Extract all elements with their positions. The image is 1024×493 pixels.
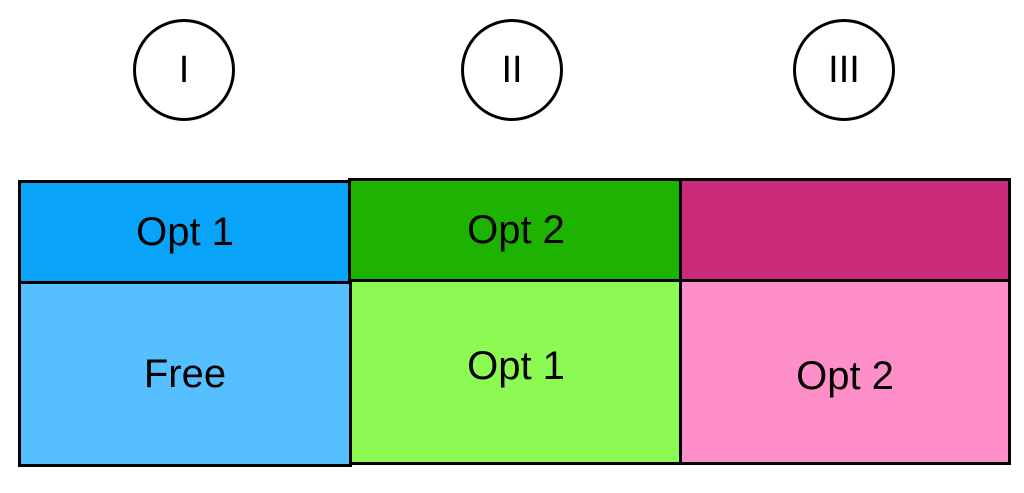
column-2-bottom-cell: Opt 1 — [349, 279, 683, 465]
column-label-circle-3: III — [793, 19, 895, 121]
column-3-bottom-text: Opt 2 — [796, 353, 894, 398]
column-label-3: III — [828, 48, 860, 91]
column-3-top-cell — [679, 178, 1011, 282]
column-label-2: II — [501, 48, 523, 91]
column-1-bottom-cell: Free — [18, 281, 352, 467]
column-2-top-cell: Opt 2 — [348, 178, 684, 282]
column-1-top-text: Opt 1 — [136, 209, 234, 254]
column-label-1: I — [178, 48, 190, 91]
column-2-bottom-text: Opt 1 — [467, 343, 565, 388]
column-1-top-cell: Opt 1 — [18, 180, 352, 284]
column-1-bottom-text: Free — [143, 351, 227, 396]
column-label-circle-2: II — [461, 19, 563, 121]
column-label-circle-1: I — [133, 19, 235, 121]
column-3-bottom-cell: Opt 2 — [679, 279, 1011, 465]
column-2-top-text: Opt 2 — [467, 207, 565, 252]
